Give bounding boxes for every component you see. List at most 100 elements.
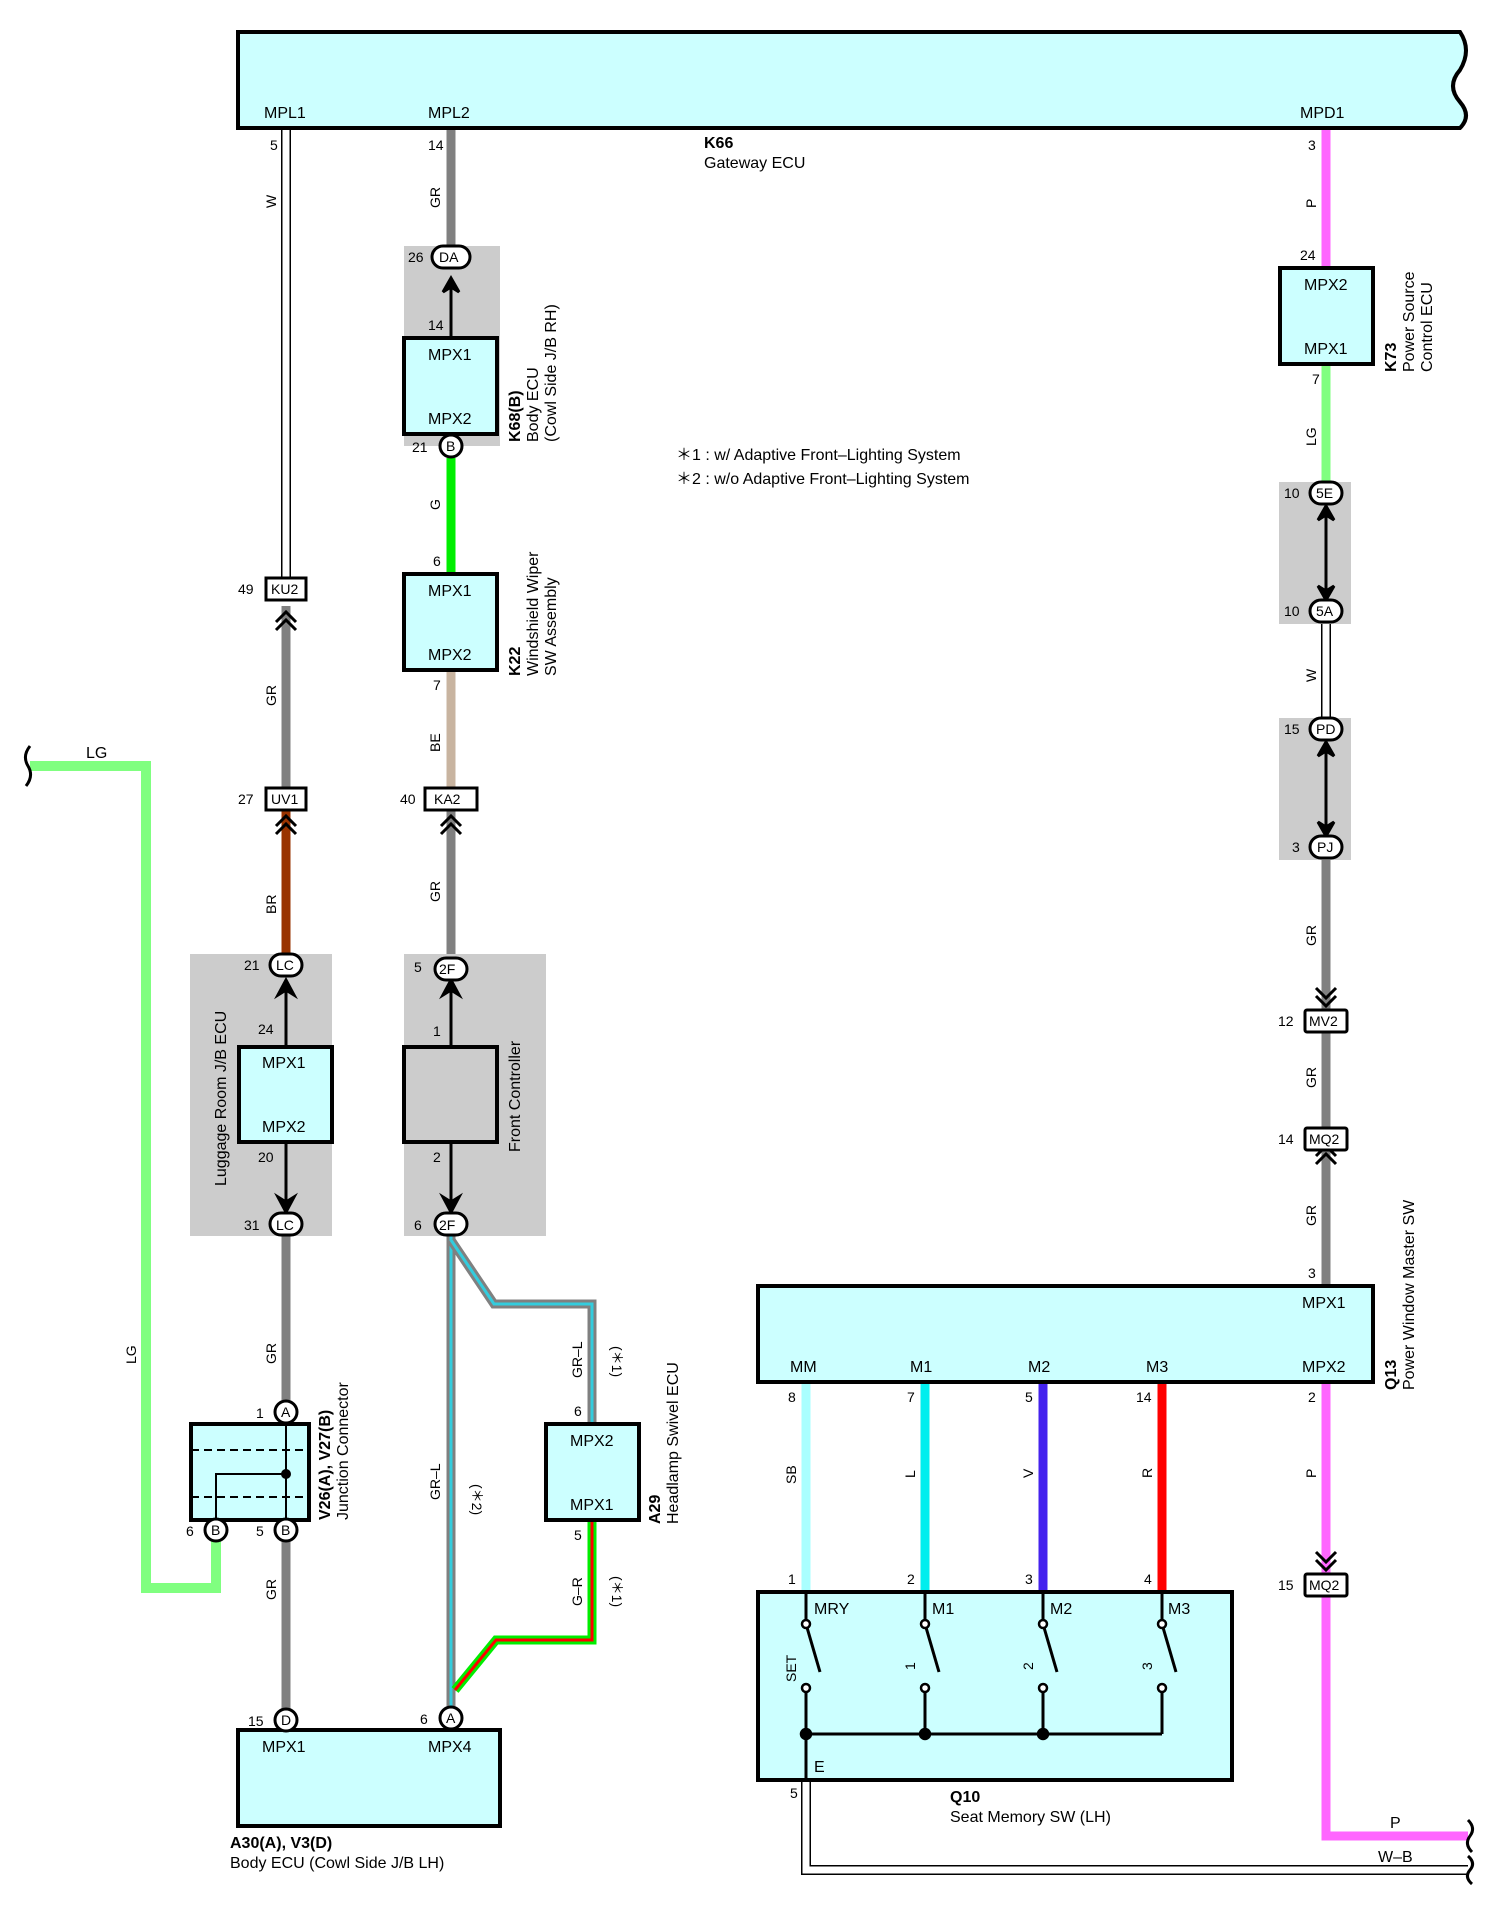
luggage-pin-20: 20 bbox=[258, 1149, 274, 1165]
conn-pd: PD bbox=[1316, 721, 1335, 737]
label-lg-1: LG bbox=[1303, 427, 1319, 446]
k68-name2: (Cowl Side J/B RH) bbox=[543, 304, 560, 442]
q10-num-3: 3 bbox=[1025, 1571, 1033, 1587]
pin-6-a: 6 bbox=[420, 1711, 428, 1727]
q13-pin-m1: M1 bbox=[910, 1359, 932, 1376]
label-wb: W–B bbox=[1378, 1849, 1413, 1866]
k22-pin-bottom: MPX2 bbox=[428, 647, 472, 664]
pin-k66-mpl1: 5 bbox=[270, 137, 278, 153]
conn-pj: PJ bbox=[1317, 839, 1333, 855]
k66-pin-mpd1: MPD1 bbox=[1300, 105, 1345, 122]
label-grl-1: GR–L bbox=[569, 1341, 585, 1378]
pin-6-b: 6 bbox=[186, 1523, 194, 1539]
k73-name1: Power Source bbox=[1401, 271, 1418, 372]
a30-box bbox=[236, 1728, 502, 1828]
q13-pin-mpx1: MPX1 bbox=[1302, 1295, 1346, 1312]
wire-grl-1-stripe bbox=[449, 1239, 594, 1424]
k22-pin-top: MPX1 bbox=[428, 583, 472, 600]
q13-pin-mm: MM bbox=[790, 1359, 817, 1376]
conn-ku2: KU2 bbox=[271, 581, 298, 597]
conn-uv1: UV1 bbox=[271, 791, 298, 807]
pin-21-b: 21 bbox=[412, 439, 428, 455]
q10-switch-1: 1 bbox=[902, 1662, 918, 1670]
q13-name: Power Window Master SW bbox=[1401, 1199, 1418, 1390]
q10-pin-e: E bbox=[814, 1759, 825, 1776]
pin-10-5e: 10 bbox=[1284, 485, 1300, 501]
q10-num-1: 1 bbox=[788, 1571, 796, 1587]
pin-12-mv2: 12 bbox=[1278, 1013, 1294, 1029]
luggage-pin-top: MPX1 bbox=[262, 1055, 306, 1072]
a29-pin-6: 6 bbox=[574, 1403, 582, 1419]
wire-wb bbox=[801, 1780, 1468, 1875]
q10-pin-m1: M1 bbox=[932, 1601, 954, 1618]
k22-name2: SW Assembly bbox=[543, 577, 560, 676]
junction-code: V26(A), V27(B) bbox=[317, 1410, 334, 1520]
pin-1-a: 1 bbox=[256, 1405, 264, 1421]
k73-pin-top: MPX2 bbox=[1304, 277, 1348, 294]
conn-b-left: B bbox=[211, 1522, 220, 1538]
q10-switch-set: SET bbox=[783, 1654, 799, 1682]
pin-da: 26 bbox=[408, 249, 424, 265]
label-gr-bd: GR bbox=[263, 1579, 279, 1600]
a30-pin-left: MPX1 bbox=[262, 1739, 306, 1756]
pin-15-pd: 15 bbox=[1284, 721, 1300, 737]
k22-box bbox=[402, 572, 499, 672]
conn-mq2-bottom: MQ2 bbox=[1309, 1577, 1340, 1593]
q13-pin-m3: M3 bbox=[1146, 1359, 1168, 1376]
q10-num-2: 2 bbox=[907, 1571, 915, 1587]
label-w-2: W bbox=[1303, 668, 1319, 682]
a29-code: A29 bbox=[647, 1495, 664, 1524]
label-v: V bbox=[1020, 1468, 1036, 1478]
label-r: R bbox=[1139, 1468, 1155, 1478]
k73-pin-top-num: 24 bbox=[1300, 247, 1316, 263]
conn-lc-bottom: LC bbox=[276, 1217, 294, 1233]
a29-box bbox=[544, 1422, 641, 1522]
k22-code: K22 bbox=[507, 647, 524, 676]
q10-pin-m3: M3 bbox=[1168, 1601, 1190, 1618]
label-w-1: W bbox=[263, 194, 279, 208]
q13-num-14: 14 bbox=[1136, 1389, 1152, 1405]
label-gr-mq2: GR bbox=[1303, 1205, 1319, 1226]
pin-40: 40 bbox=[400, 791, 416, 807]
pin-6-2f: 6 bbox=[414, 1217, 422, 1233]
label-be: BE bbox=[427, 733, 443, 752]
label-br: BR bbox=[263, 895, 279, 914]
k22-pin-6: 6 bbox=[433, 553, 441, 569]
q10-name: Seat Memory SW (LH) bbox=[950, 1809, 1111, 1826]
label-p-1: P bbox=[1303, 199, 1319, 208]
front-name: Front Controller bbox=[507, 1040, 524, 1152]
q13-pin-mpx2: MPX2 bbox=[1302, 1359, 1346, 1376]
q10-box bbox=[756, 1590, 1234, 1782]
note-2: ＊2 : w/o Adaptive Front–Lighting System bbox=[676, 471, 970, 488]
pin-31-lc: 31 bbox=[244, 1217, 260, 1233]
q10-num-4: 4 bbox=[1144, 1571, 1152, 1587]
conn-a-junction: A bbox=[281, 1404, 291, 1420]
label-star2: (＊2) bbox=[469, 1484, 485, 1515]
front-pin-2: 2 bbox=[433, 1149, 441, 1165]
conn-2f-top: 2F bbox=[439, 961, 455, 977]
q13-num-2: 2 bbox=[1308, 1389, 1316, 1405]
luggage-name: Luggage Room J/B ECU bbox=[213, 1011, 230, 1186]
conn-ka2: KA2 bbox=[434, 791, 461, 807]
connector-shapes bbox=[203, 244, 1349, 1733]
pin-3-pj: 3 bbox=[1292, 839, 1300, 855]
label-star1-b: (＊1) bbox=[609, 1576, 625, 1607]
note-1: ＊1 : w/ Adaptive Front–Lighting System bbox=[676, 447, 961, 464]
pin-15-mq2: 15 bbox=[1278, 1577, 1294, 1593]
label-gr-mv2: GR bbox=[1303, 1067, 1319, 1088]
label-gr-ka2: GR bbox=[427, 881, 443, 902]
conn-5a: 5A bbox=[1316, 603, 1334, 619]
k66-box bbox=[236, 30, 1468, 130]
pin-15-d: 15 bbox=[248, 1713, 264, 1729]
conn-lc-top: LC bbox=[276, 957, 294, 973]
a29-name: Headlamp Swivel ECU bbox=[665, 1362, 682, 1524]
label-star1-a: (＊1) bbox=[609, 1346, 625, 1377]
k66-code: K66 bbox=[704, 135, 733, 152]
label-lg-top: LG bbox=[86, 745, 107, 762]
label-grl-2: GR–L bbox=[427, 1463, 443, 1500]
q10-pin-mry: MRY bbox=[814, 1601, 850, 1618]
k73-name2: Control ECU bbox=[1419, 282, 1436, 372]
label-l: L bbox=[902, 1470, 918, 1478]
label-sb: SB bbox=[783, 1465, 799, 1484]
